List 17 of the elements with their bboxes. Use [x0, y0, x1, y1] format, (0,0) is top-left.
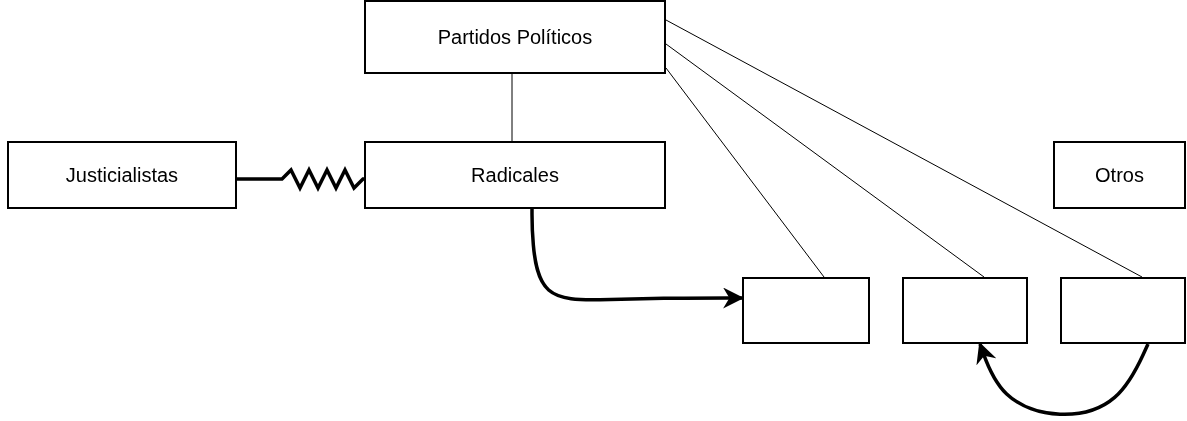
- box-label: Radicales: [471, 163, 559, 187]
- empty-box: [902, 277, 1028, 344]
- label-box: [364, 0, 666, 74]
- box-label: Otros: [1095, 163, 1144, 187]
- connector-line: [665, 43, 985, 278]
- box-label: Justicialistas: [65, 163, 179, 187]
- box-label: Partidos Políticos: [437, 25, 593, 49]
- empty-box: [742, 277, 870, 344]
- zigzag-connector: [237, 166, 365, 192]
- label-box: [1053, 141, 1186, 209]
- label-box: [364, 141, 666, 209]
- connector-line: [665, 19, 1143, 278]
- connector-line: [665, 67, 825, 278]
- empty-box: [1060, 277, 1186, 344]
- connector-line: [511, 73, 513, 142]
- label-box: [7, 141, 237, 209]
- zigzag-connector: [976, 342, 1150, 416]
